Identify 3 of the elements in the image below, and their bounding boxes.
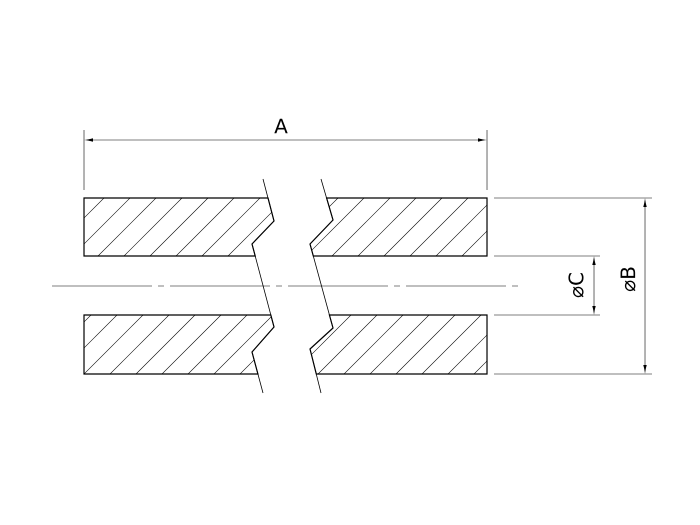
dimension-label: A	[274, 118, 288, 134]
dimension-label: ⌀C	[568, 273, 584, 298]
dimension-label: ⌀B	[620, 268, 636, 292]
